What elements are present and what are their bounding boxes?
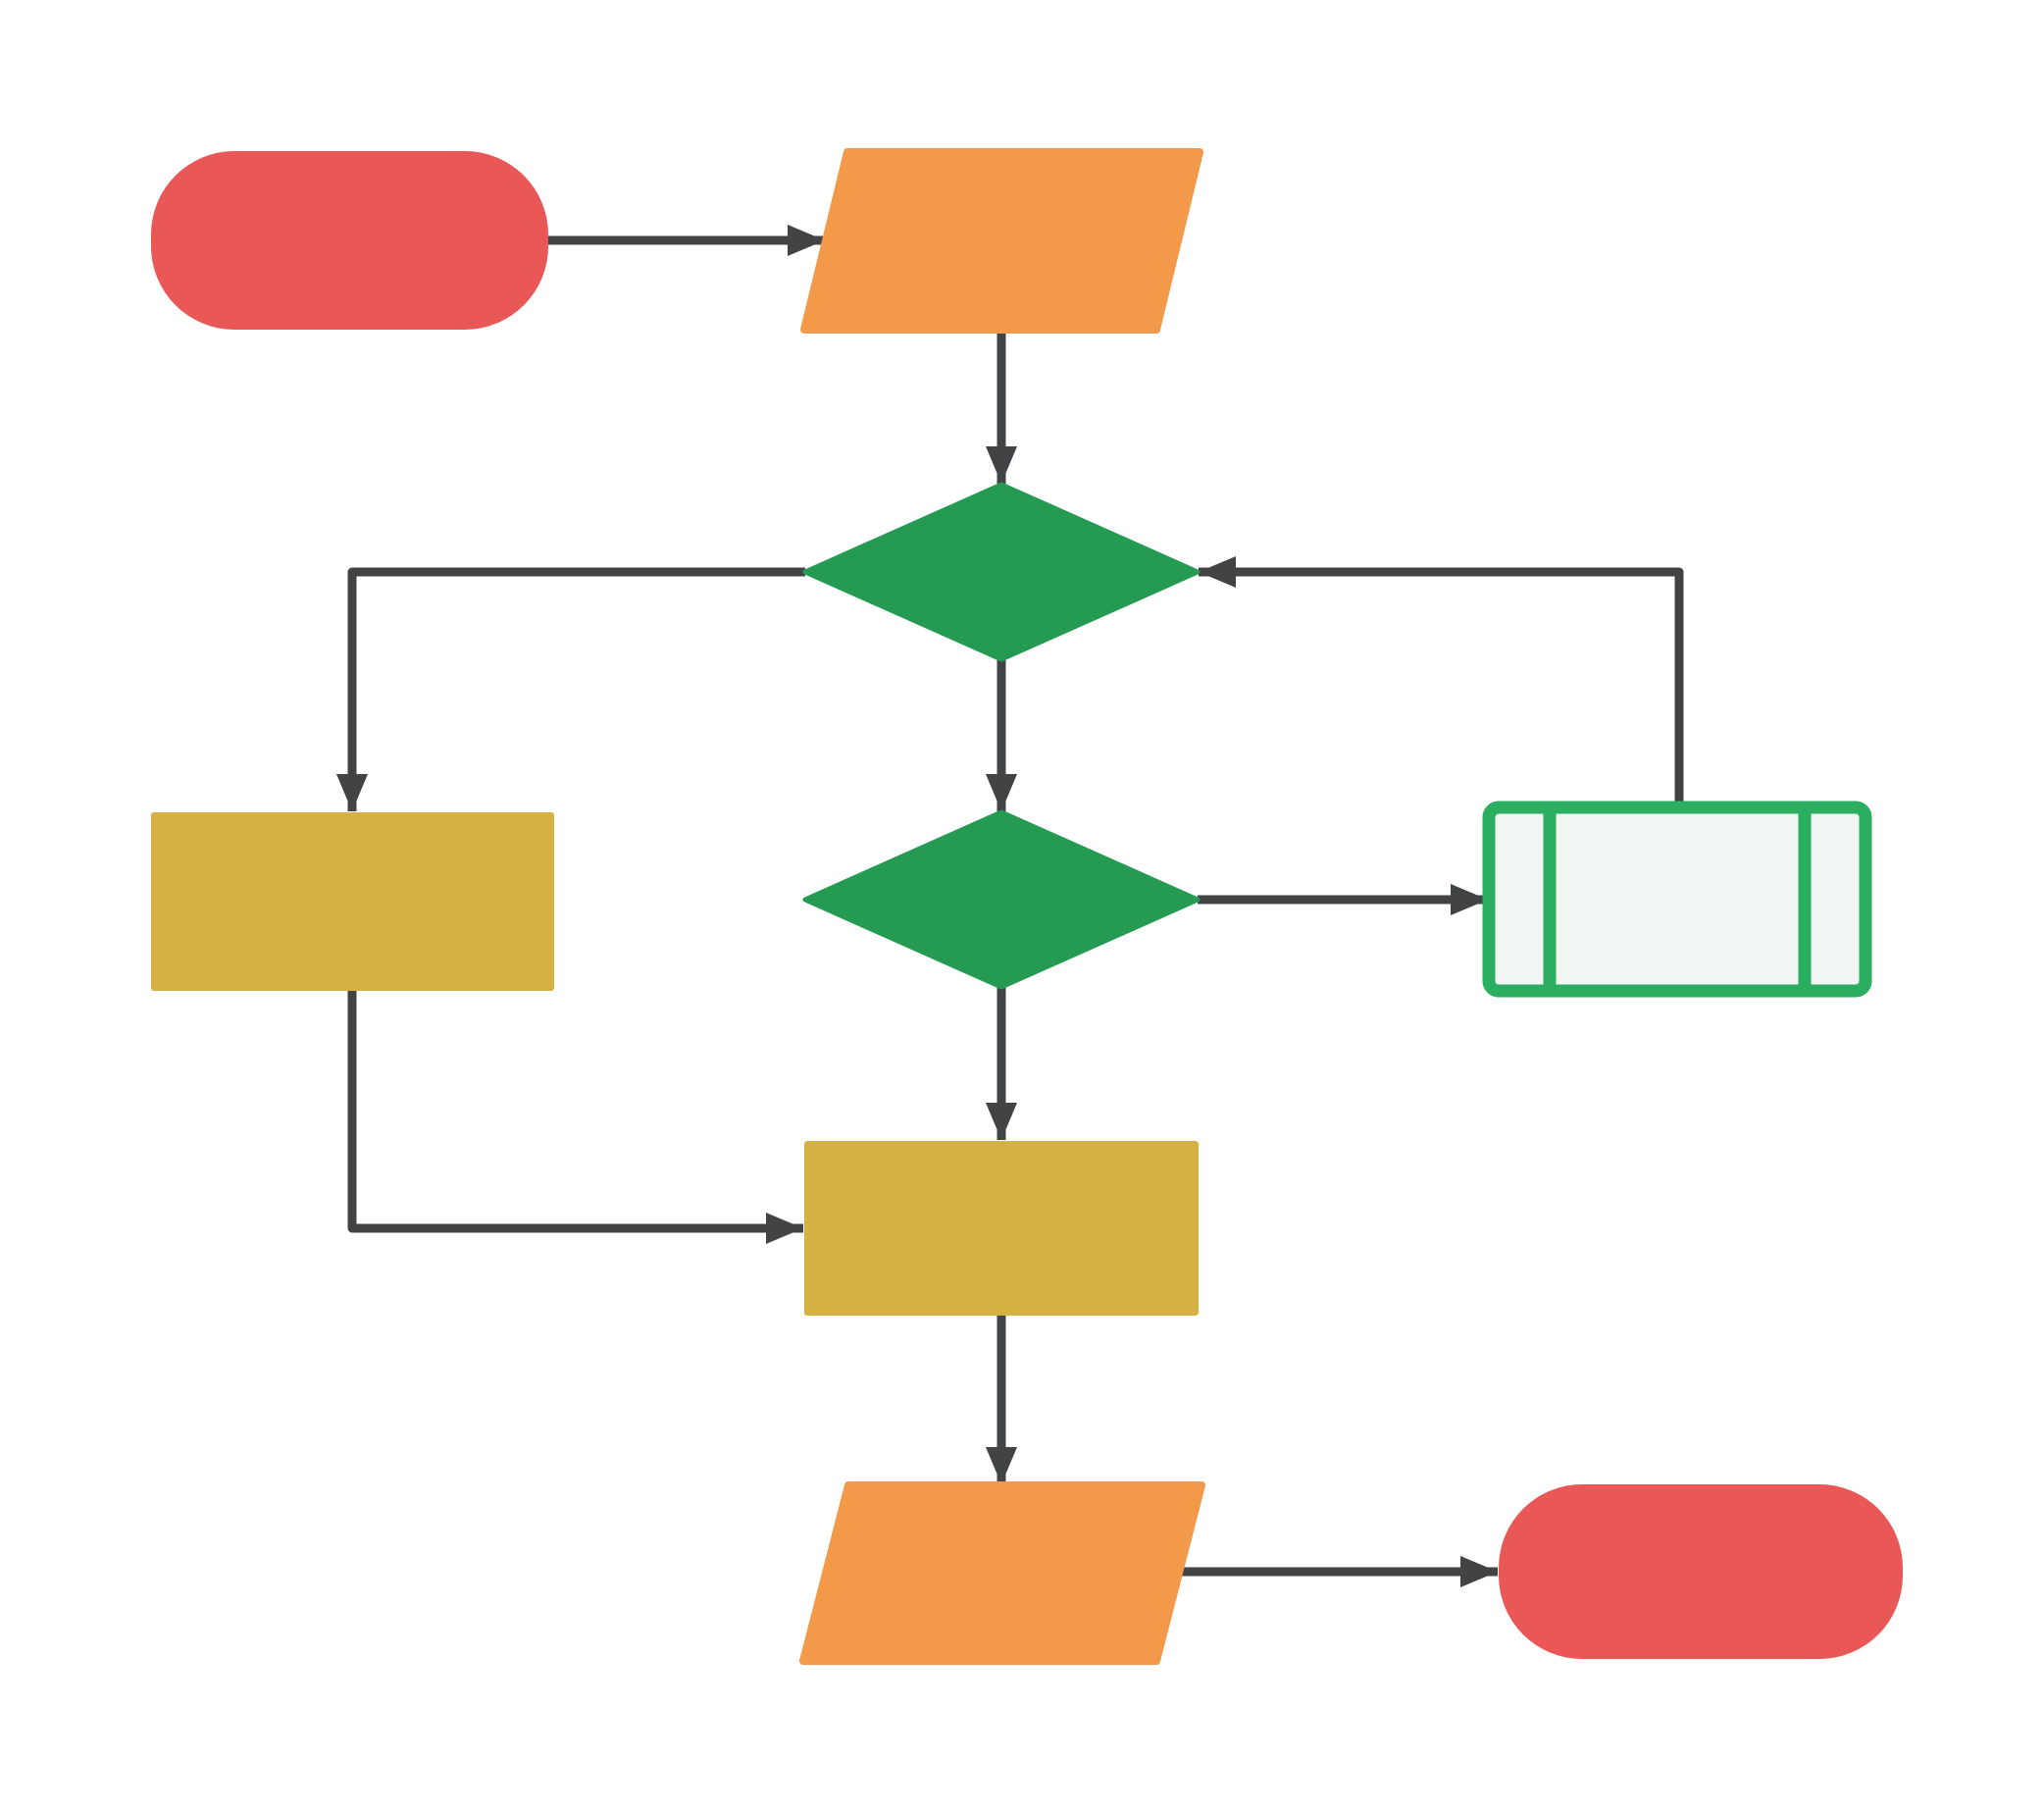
node-layer xyxy=(151,148,1903,1665)
node-process-rect-left xyxy=(151,812,554,991)
node-io-parallelogram-top xyxy=(800,148,1203,334)
node-process-rect-center xyxy=(804,1141,1199,1316)
node-predefined-process xyxy=(1482,801,1872,998)
node-end-terminator xyxy=(1499,1484,1903,1659)
node-predefined-process-body xyxy=(1482,801,1872,998)
node-start-terminator xyxy=(151,151,548,330)
edge-layer xyxy=(336,225,1684,1587)
node-io-parallelogram-bottom xyxy=(799,1481,1205,1665)
node-decision-diamond-2 xyxy=(802,809,1201,990)
edge-decision1-to-process-left xyxy=(336,567,805,811)
node-decision-diamond-1 xyxy=(802,482,1201,662)
edge-process-left-to-process-center xyxy=(347,991,803,1244)
edge-predefined-to-decision1-loop xyxy=(1199,556,1684,807)
